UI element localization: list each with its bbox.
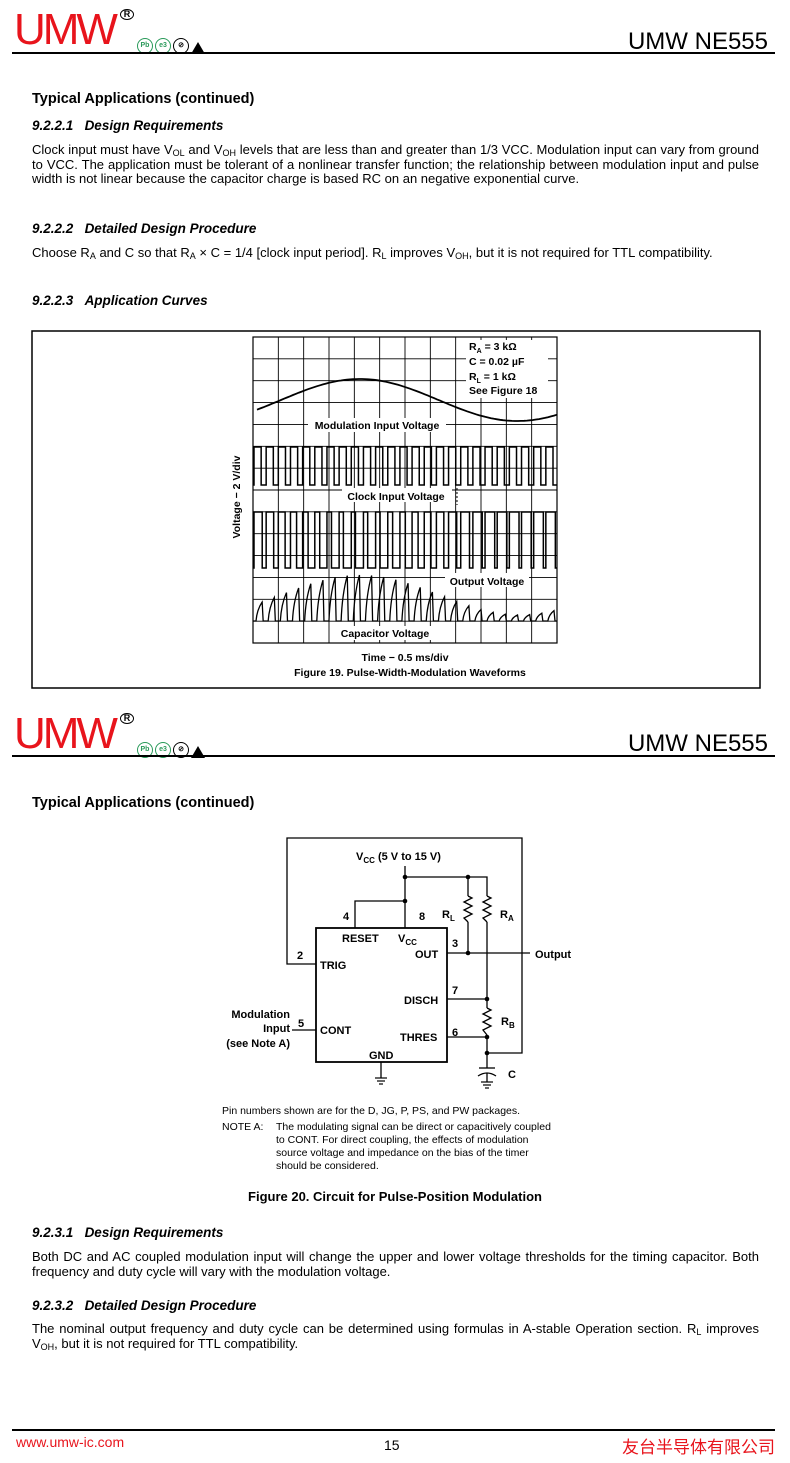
subsection-number: 9.2.2.1 [32, 118, 74, 133]
pin-number: 6 [452, 1027, 458, 1039]
company-name: 友台半导体有限公司 [622, 1438, 775, 1458]
pin-label-vcc: VCC [398, 933, 417, 947]
series-capacitor [253, 574, 557, 622]
note-a-label: NOTE A: [222, 1121, 264, 1133]
pb-free-icon: Pb [137, 742, 153, 758]
chart-waveforms [253, 378, 558, 622]
pin-label-out: OUT [415, 949, 439, 961]
pin-label-disch: DISCH [404, 995, 438, 1007]
subsection-label: Design Requirements [84, 1225, 224, 1240]
x-axis-label: Time − 0.5 ms/div [361, 652, 448, 664]
pin-number: 2 [297, 950, 303, 962]
subsection-title: 9.2.2.3 Application Curves [32, 293, 208, 308]
website-link[interactable]: www.umw-ic.com [16, 1434, 125, 1450]
page-number: 15 [384, 1437, 400, 1453]
subsection-number: 9.2.3.2 [32, 1298, 74, 1313]
pin-number: 7 [452, 985, 458, 997]
footer-divider [12, 1429, 775, 1431]
subsection-label: Design Requirements [84, 118, 224, 133]
subsection-number: 9.2.2.2 [32, 221, 74, 236]
design-procedure-text: The nominal output frequency and duty cy… [32, 1321, 759, 1352]
pin-number: 5 [298, 1018, 304, 1030]
header-divider [12, 52, 775, 54]
pin-label-reset: RESET [342, 933, 379, 945]
section-heading: Typical Applications (continued) [32, 795, 255, 811]
pin-number: 3 [452, 938, 458, 950]
subsection-label: Detailed Design Procedure [84, 221, 257, 236]
modulation-label: (see Note A) [226, 1038, 290, 1050]
series-output [253, 511, 557, 569]
subsection-number: 9.2.2.3 [32, 293, 74, 308]
umw-logo: UMW [14, 709, 118, 758]
pin-note: Pin numbers shown are for the D, JG, P, … [222, 1105, 521, 1117]
chart-legend: RA = 3 kΩ C = 0.02 µF RL = 1 kΩ See Figu… [466, 340, 548, 398]
registered-mark: R [120, 713, 134, 724]
design-procedure-text: Choose RA and C so that RA × C = 1/4 [cl… [32, 245, 713, 261]
pwm-waveforms-figure: RA = 3 kΩ C = 0.02 µF RL = 1 kΩ See Figu… [31, 330, 761, 689]
legend-ra: RA = 3 kΩ [469, 341, 517, 355]
series-label-output: Output Voltage [450, 576, 525, 588]
subsection-label: Application Curves [84, 293, 208, 308]
pin-label-cont: CONT [320, 1025, 351, 1037]
subsection-label: Detailed Design Procedure [84, 1298, 257, 1313]
pin-label-thres: THRES [400, 1032, 437, 1044]
part-title: UMW NE555 [627, 730, 768, 757]
legend-c: C = 0.02 µF [469, 356, 525, 368]
legend-rl: RL = 1 kΩ [469, 371, 516, 385]
ppm-circuit-diagram: VCC (5 V to 15 V) 4 8 3 2 7 5 6 RESET VC… [226, 837, 571, 1089]
e3-icon: e3 [155, 742, 171, 758]
section-heading: Typical Applications (continued) [32, 91, 255, 107]
subsection-title: 9.2.3.2 Detailed Design Procedure [32, 1298, 256, 1313]
figure-caption: Figure 19. Pulse-Width-Modulation Wavefo… [294, 667, 526, 679]
pin-label-gnd: GND [369, 1050, 394, 1062]
junction-dots [402, 874, 490, 1056]
subsection-title: 9.2.2.2 Detailed Design Procedure [32, 221, 256, 236]
c-label: C [508, 1069, 516, 1081]
y-axis-label: Voltage − 2 V/div [231, 455, 243, 538]
modulation-label: Modulation [231, 1009, 290, 1021]
rl-label: RL [442, 909, 455, 923]
header-divider [12, 755, 775, 757]
output-label: Output [535, 949, 571, 961]
subsection-title: 9.2.2.1 Design Requirements [32, 118, 223, 133]
design-requirements-text: Both DC and AC coupled modulation input … [32, 1249, 759, 1279]
esd-warning-icon [191, 42, 205, 54]
series-label-capacitor: Capacitor Voltage [341, 628, 430, 640]
vcc-supply-label: VCC (5 V to 15 V) [356, 851, 441, 865]
ra-label: RA [500, 909, 514, 923]
legend-see-figure: See Figure 18 [469, 385, 537, 397]
umw-logo: UMW [14, 5, 118, 54]
resistor-rb [481, 1007, 493, 1036]
subsection-number: 9.2.3.1 [32, 1225, 74, 1240]
pin-label-trig: TRIG [320, 960, 346, 972]
pin-number: 4 [343, 911, 350, 923]
registered-mark: R [120, 9, 134, 20]
note-a-text: The modulating signal can be direct or c… [276, 1121, 551, 1172]
resistor-rl [462, 895, 474, 923]
subsection-title: 9.2.3.1 Design Requirements [32, 1225, 223, 1240]
halogen-free-icon: ⊘ [173, 742, 189, 758]
series-modulation-input [256, 378, 558, 422]
series-clock-input [253, 446, 557, 486]
pin-number: 8 [419, 911, 425, 923]
ground-icon [375, 1077, 493, 1089]
figure-frame [31, 330, 761, 689]
resistor-ra [481, 895, 493, 923]
design-requirements-text: Clock input must have VOL and VOH levels… [32, 142, 760, 186]
series-label-modulation: Modulation Input Voltage [315, 420, 440, 432]
series-label-clock: Clock Input Voltage [347, 491, 444, 503]
figure-caption: Figure 20. Circuit for Pulse-Position Mo… [248, 1189, 542, 1204]
part-title: UMW NE555 [627, 28, 768, 55]
rb-label: RB [501, 1016, 515, 1030]
modulation-label: Input [263, 1023, 290, 1035]
